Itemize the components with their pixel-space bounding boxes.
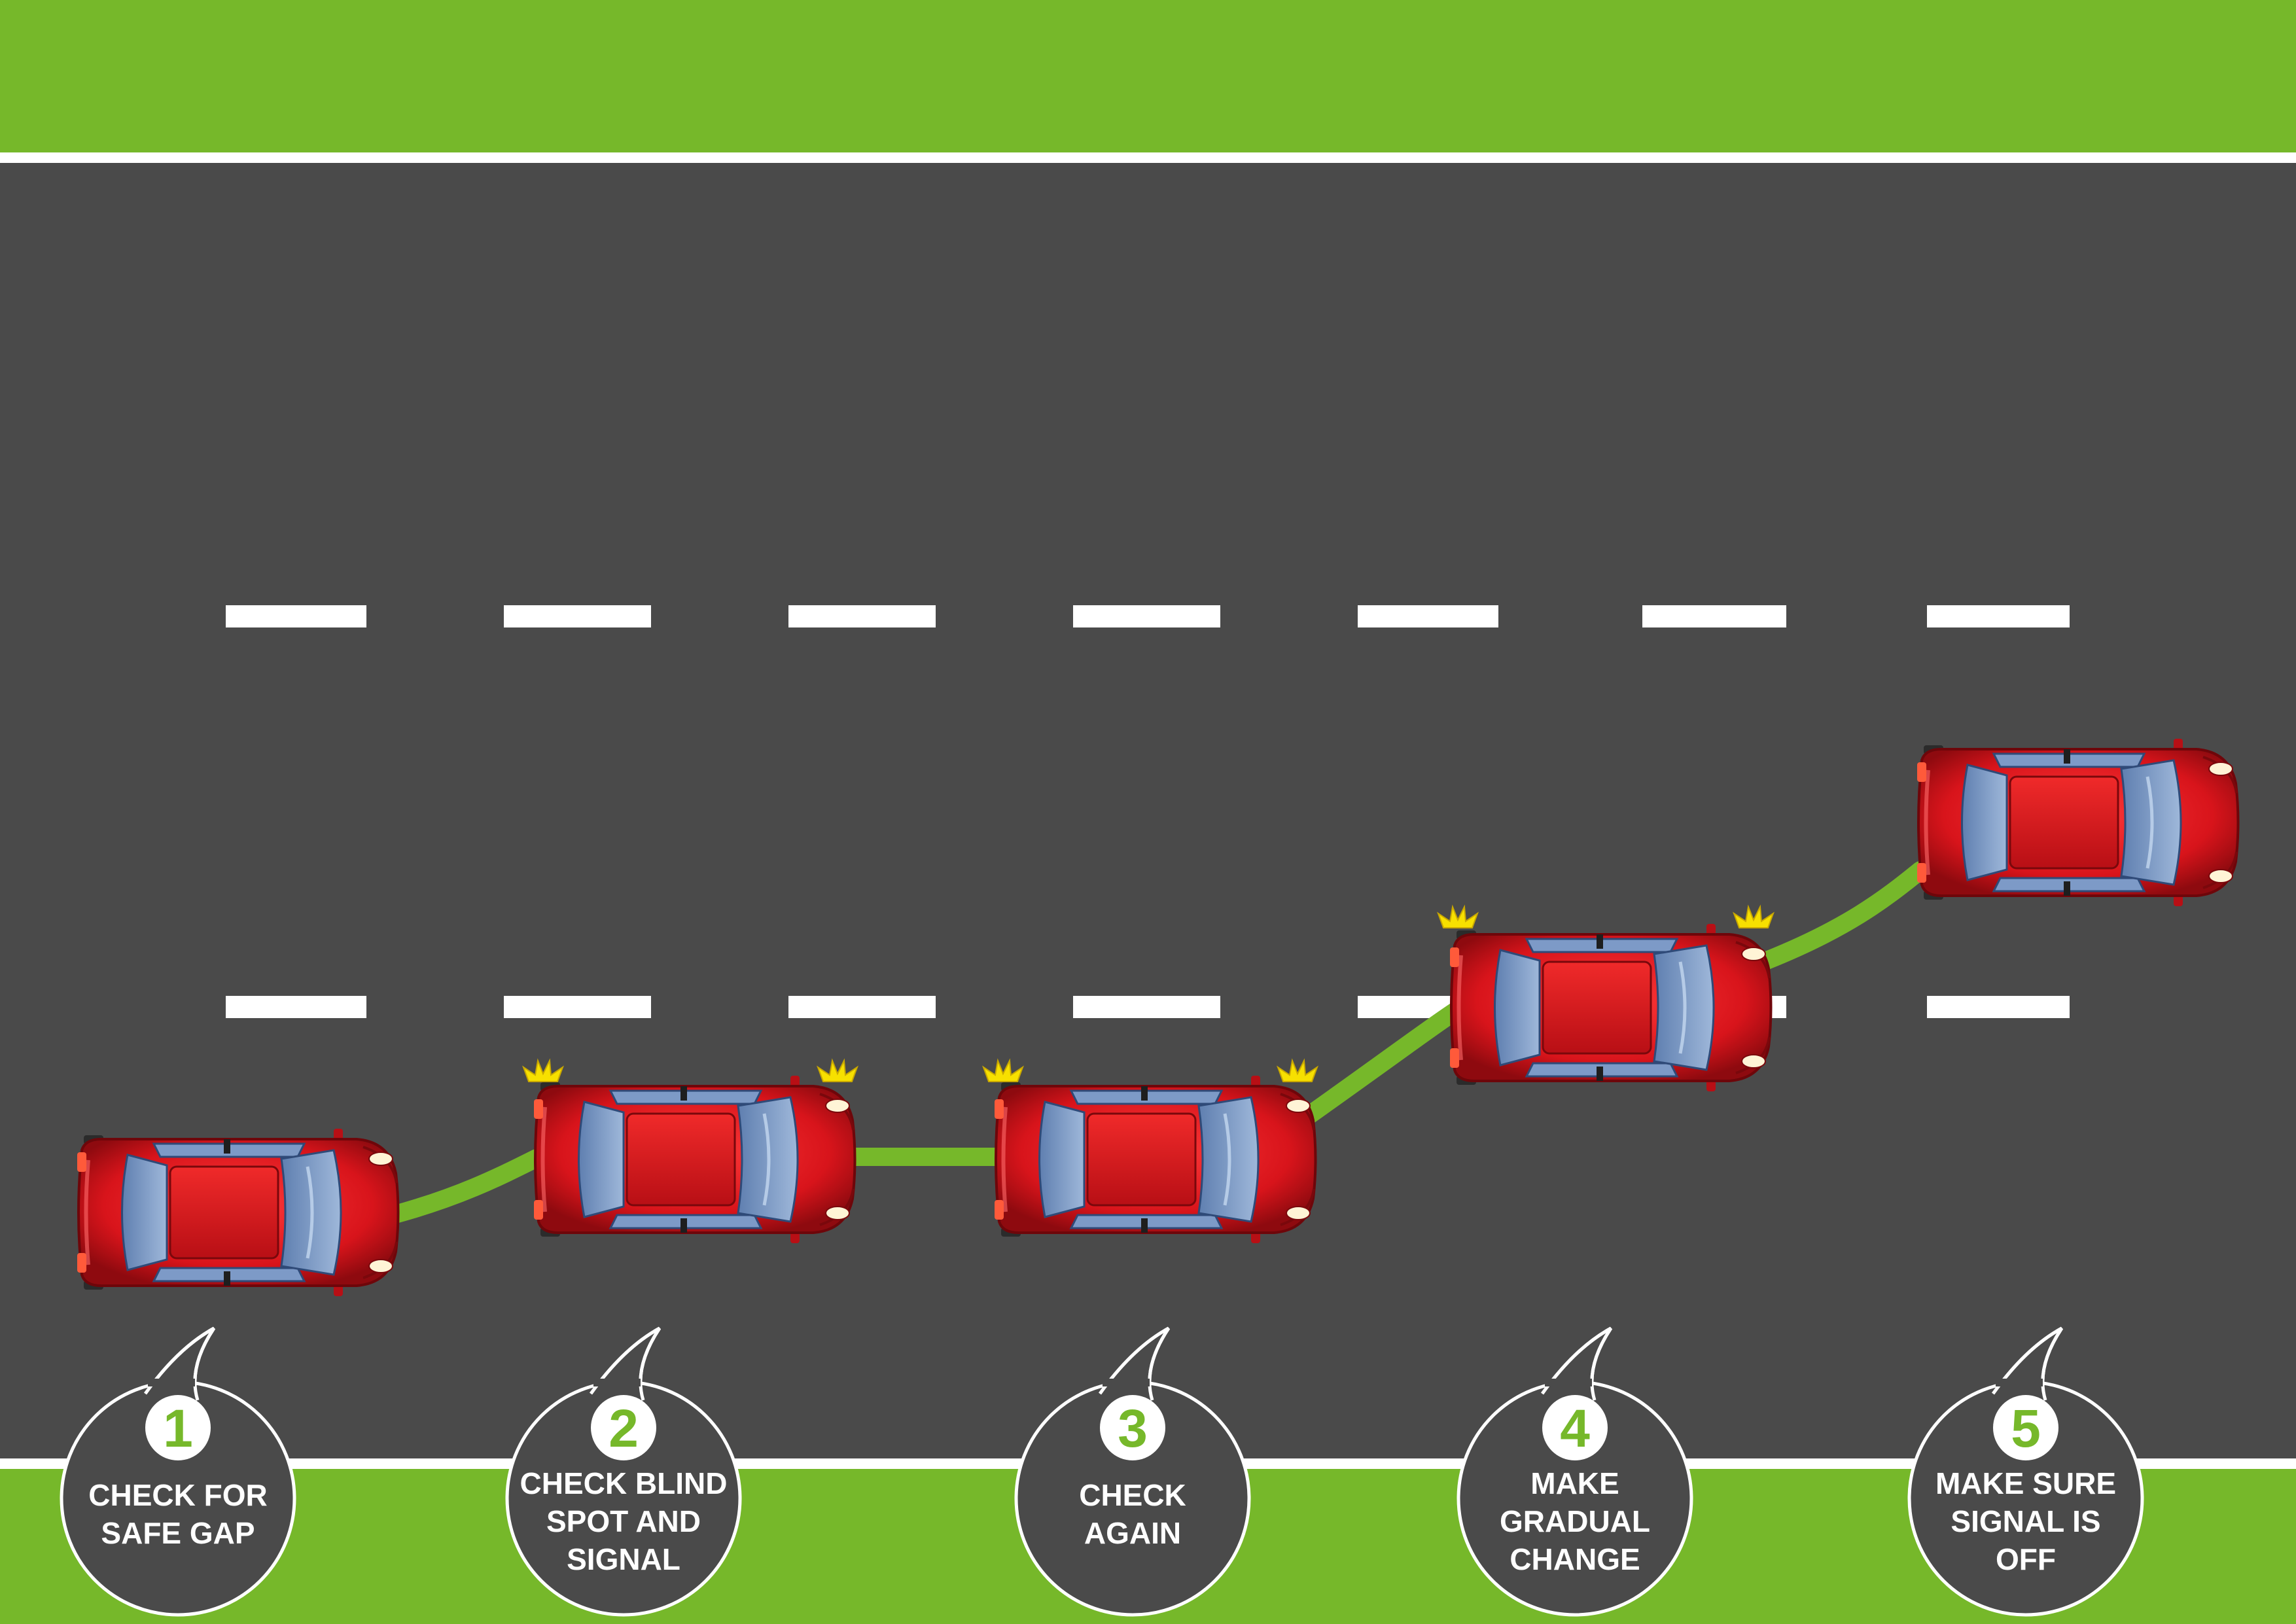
step-number: 5 [2011,1399,2041,1458]
step-bubble-1 [60,1328,296,1617]
step-label: CHECK BLIND SPOT AND SIGNAL [520,1466,728,1576]
step-number-badge [1542,1395,1608,1460]
car-step-4 [1450,924,1771,1091]
car-step-5 [1917,739,2238,906]
step-label: MAKE GRADUAL CHANGE [1500,1466,1650,1576]
car-step-1 [77,1129,398,1296]
step-number-badge [1100,1395,1165,1460]
step-number: 3 [1118,1399,1148,1458]
step-number: 2 [609,1399,639,1458]
lane-divider-upper [226,605,2070,627]
step-number: 4 [1560,1399,1590,1458]
car-step-2 [534,1076,855,1243]
step-label: MAKE SURE SIGNAL IS OFF [1935,1466,2117,1576]
car-step-3 [995,1076,1316,1243]
step-bubble-4 [1457,1328,1693,1617]
step-number-badge [145,1395,211,1460]
top-curb-line [0,152,2296,163]
step-label: CHECK FOR SAFE GAP [88,1478,268,1550]
step-bubble-3 [1014,1328,1251,1617]
step-bubble-2 [505,1328,742,1617]
step-label: CHECK AGAIN [1079,1478,1186,1550]
step-number-badge [1993,1395,2058,1460]
step-number: 1 [163,1399,193,1458]
top-grass [0,0,2296,152]
step-bubble-5 [1907,1328,2144,1617]
step-number-badge [591,1395,656,1460]
lane-change-path [383,861,1930,1224]
